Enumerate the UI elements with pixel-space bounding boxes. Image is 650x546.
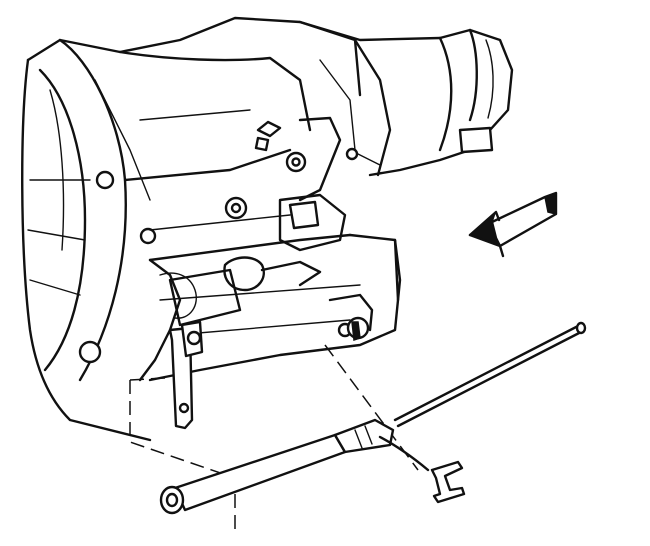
valve-body-area (138, 193, 402, 382)
shift-linkage-bracket (168, 320, 204, 430)
retaining-clip (430, 460, 466, 504)
alignment-guide (129, 344, 419, 534)
transmission-case (21, 16, 362, 442)
cable-sleeve (159, 418, 430, 515)
cable-rod (393, 321, 587, 428)
direction-arrow-icon (468, 191, 558, 258)
extension-housing (298, 20, 514, 202)
